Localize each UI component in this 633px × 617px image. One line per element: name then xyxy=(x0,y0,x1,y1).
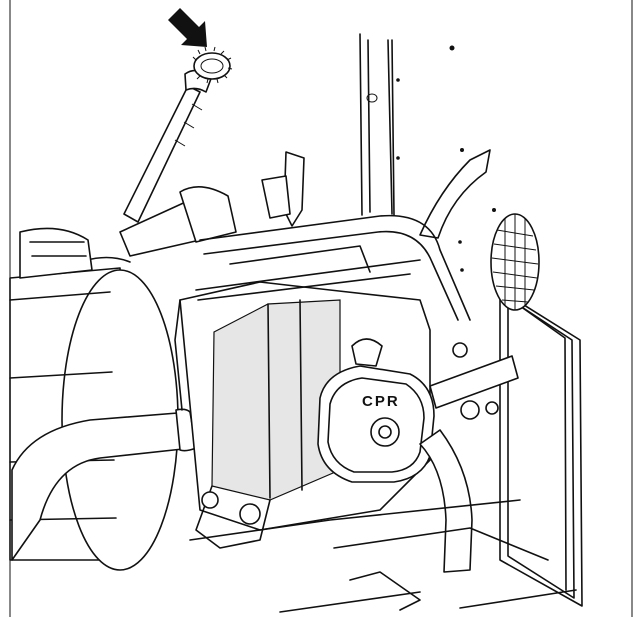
upper-hose xyxy=(419,149,491,239)
rear-panel xyxy=(359,33,496,272)
cover-label: CPR xyxy=(362,393,400,410)
base-rails xyxy=(189,499,577,613)
arrow-down-right-icon xyxy=(168,8,207,47)
dipstick-cap-icon xyxy=(192,46,233,84)
upper-frame xyxy=(119,151,471,321)
radiator xyxy=(499,289,583,607)
fan-guard-icon xyxy=(490,213,540,311)
side-cover: CPR xyxy=(317,338,435,483)
right-hose xyxy=(419,342,519,573)
